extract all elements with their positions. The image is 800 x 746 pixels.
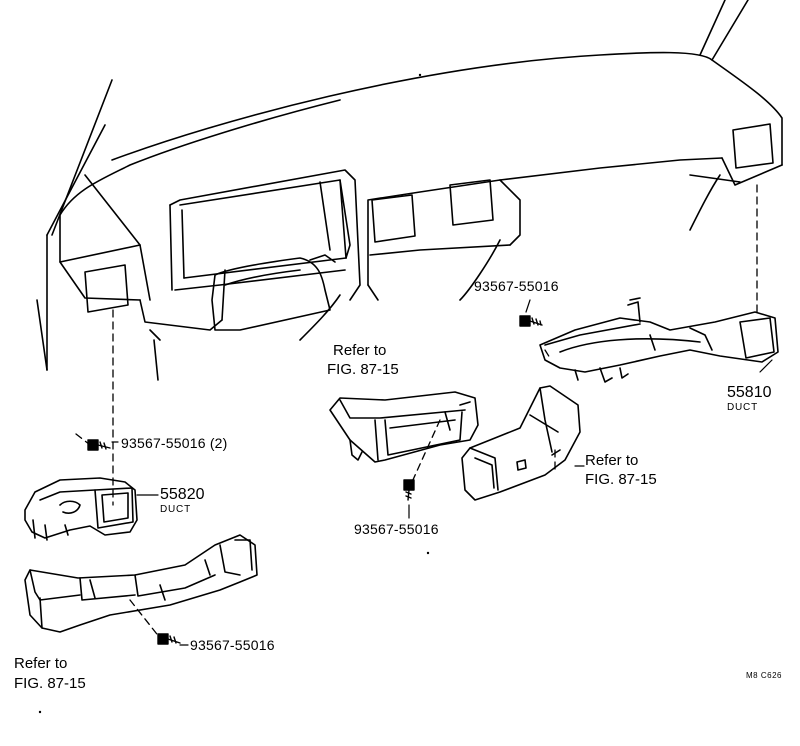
- center-right-vent-outlet: [449, 179, 494, 226]
- instrument-cluster: [169, 169, 361, 331]
- center-register-drawing: [329, 391, 479, 463]
- part-number-duct-55820: 55820: [160, 486, 205, 503]
- part-number-screw-left: 93567-55016 (2): [121, 435, 228, 451]
- part-number-screw-top-right: 93567-55016: [474, 278, 559, 294]
- screws: [87, 315, 543, 645]
- part-name-duct-left: DUCT: [160, 504, 191, 515]
- duct-55820-drawing: [24, 477, 138, 541]
- screw-bottom-drawing: [157, 633, 181, 645]
- drawing-code: M8 C626: [746, 671, 782, 680]
- part-name-duct-right: DUCT: [727, 402, 758, 413]
- screw-top-right-drawing: [519, 315, 543, 327]
- part-number-screw-bottom: 93567-55016: [190, 637, 275, 653]
- reference-label-left-line1: Refer to: [14, 655, 68, 672]
- reference-label-right-line1: Refer to: [585, 452, 639, 469]
- screw-center-drawing: [403, 479, 415, 501]
- reference-label-center-line1: Refer to: [333, 342, 387, 359]
- part-number-screw-center: 93567-55016: [354, 521, 439, 537]
- specks: [38, 73, 430, 714]
- instrument-panel: [59, 51, 783, 341]
- windshield-frame: [36, 0, 749, 381]
- reference-label-left-line2: FIG. 87-15: [14, 675, 86, 692]
- reference-label-right-line2: FIG. 87-15: [585, 471, 657, 488]
- vent-outlets: [84, 123, 774, 313]
- center-right-duct-drawing: [461, 385, 581, 501]
- right-vent-outlet: [732, 123, 774, 169]
- alignment-lines: [75, 184, 758, 639]
- duct-55810-drawing: [539, 297, 779, 383]
- screw-left-drawing: [87, 439, 111, 451]
- reference-label-center-line2: FIG. 87-15: [327, 361, 399, 378]
- center-left-vent-outlet: [371, 194, 416, 243]
- lower-left-duct-drawing: [24, 534, 258, 633]
- part-number-duct-55810: 55810: [727, 384, 772, 401]
- left-vent-outlet: [84, 264, 129, 313]
- leader-lines: [111, 299, 773, 646]
